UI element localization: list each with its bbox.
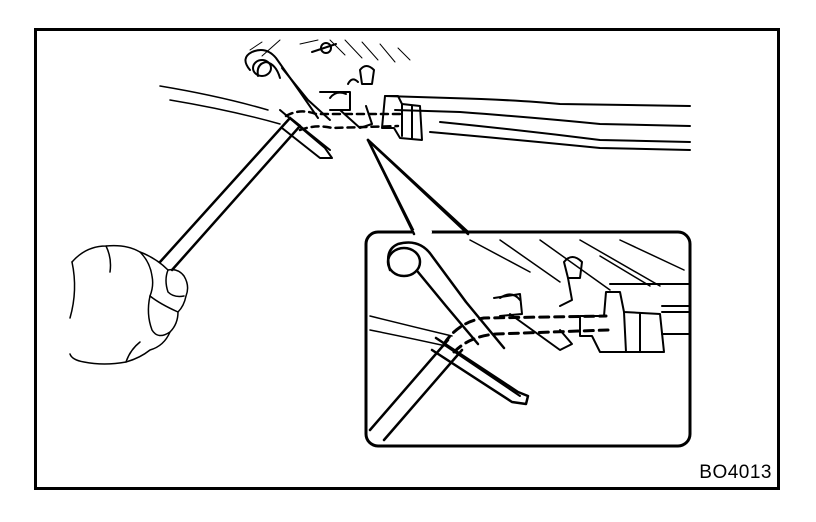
clip-bracket-main [244, 42, 423, 159]
cable-hidden-line-main [284, 110, 402, 132]
detail-inset [364, 138, 692, 448]
cable-left-main [159, 85, 281, 125]
hand-illustration [69, 244, 189, 365]
cable-hidden-line-detail [442, 314, 610, 354]
control-rod-main [384, 95, 691, 151]
background-hatching [249, 39, 411, 63]
detail-content [368, 239, 691, 442]
screwdriver-shaft [158, 116, 302, 272]
figure-code-label: BO4013 [699, 462, 772, 483]
